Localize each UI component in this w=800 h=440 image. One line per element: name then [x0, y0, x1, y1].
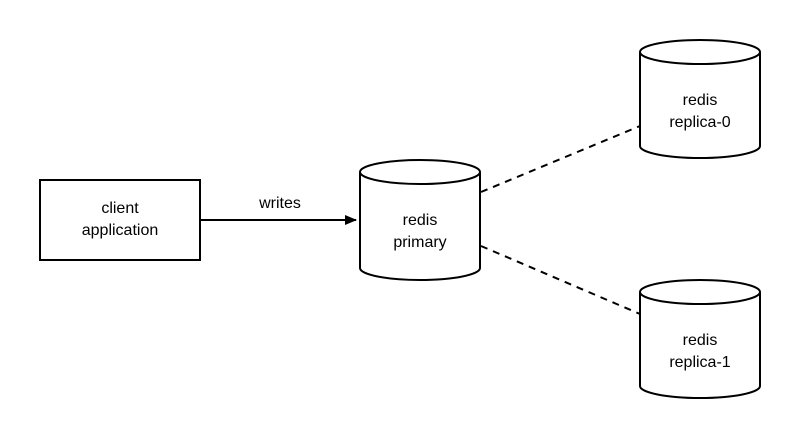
- edge-client-to-primary: writes: [201, 195, 357, 225]
- client-box: [39, 179, 201, 261]
- replica-0-cylinder-body: [639, 52, 761, 159]
- node-redis-primary: redis primary: [359, 159, 481, 281]
- replication-link-replica-1: [480, 245, 641, 315]
- client-label-line1: client: [101, 200, 139, 217]
- primary-cylinder-top: [359, 159, 481, 185]
- replica-0-label-line2: replica-0: [669, 114, 730, 131]
- edge-label-writes: writes: [258, 195, 301, 212]
- node-redis-replica-1: redis replica-1: [639, 279, 761, 399]
- primary-label-line2: primary: [393, 234, 446, 251]
- replica-0-label-line1: redis: [683, 92, 718, 109]
- node-client-application: client application: [39, 179, 201, 261]
- replica-1-label-line1: redis: [683, 332, 718, 349]
- replica-1-cylinder-top: [639, 279, 761, 305]
- node-redis-replica-0: redis replica-0: [639, 39, 761, 159]
- replica-0-cylinder-top: [639, 39, 761, 65]
- replication-link-replica-0: [480, 125, 641, 193]
- primary-label-line1: redis: [403, 212, 438, 229]
- replica-1-cylinder-body: [639, 292, 761, 399]
- primary-cylinder-body: [359, 172, 481, 281]
- replica-1-label-line2: replica-1: [669, 354, 730, 371]
- client-label-line2: application: [82, 222, 159, 239]
